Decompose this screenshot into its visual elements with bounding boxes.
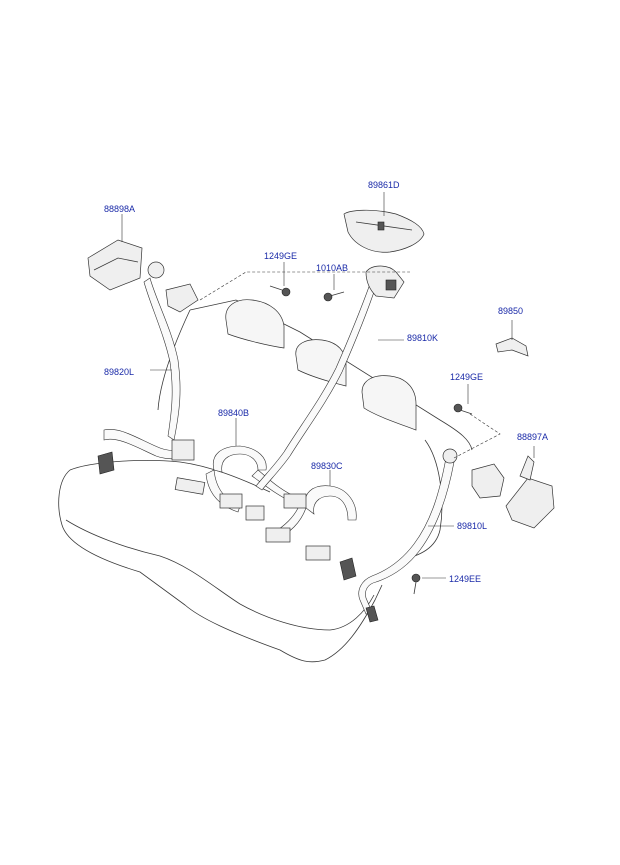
label-89810K[interactable]: 89810K <box>407 333 439 343</box>
belt-89820L[interactable] <box>97 277 199 475</box>
bolt-1249GE-right[interactable] <box>453 384 501 459</box>
label-89840B[interactable]: 89840B <box>218 408 250 418</box>
bolt-1249GE-top[interactable] <box>199 262 410 301</box>
label-89810L[interactable]: 89810L <box>457 521 488 531</box>
label-1010AB[interactable]: 1010AB <box>316 263 349 273</box>
label-1249GE-top[interactable]: 1249GE <box>264 251 298 261</box>
belt-89810K[interactable] <box>255 265 405 491</box>
bolt-1249EE[interactable] <box>411 573 446 595</box>
label-89861D[interactable]: 89861D <box>368 180 400 190</box>
bracket-89850[interactable] <box>495 320 529 357</box>
retractor-88898A[interactable] <box>87 214 165 291</box>
belt-89830C[interactable] <box>245 470 357 561</box>
belt-89810L[interactable] <box>339 448 505 623</box>
headrest-left <box>225 299 285 349</box>
bolt-1010AB[interactable] <box>323 274 345 302</box>
retractor-88897A[interactable] <box>505 446 555 529</box>
label-88897A[interactable]: 88897A <box>517 432 549 442</box>
label-88898A[interactable]: 88898A <box>104 204 136 214</box>
label-1249GE-right[interactable]: 1249GE <box>450 372 484 382</box>
label-1249EE[interactable]: 1249EE <box>449 574 482 584</box>
label-89820L[interactable]: 89820L <box>104 367 135 377</box>
trim-cover-89861D[interactable] <box>343 192 425 253</box>
label-89850[interactable]: 89850 <box>498 306 524 316</box>
headrest-right <box>361 375 417 431</box>
seat-cushion <box>58 460 383 663</box>
label-89830C[interactable]: 89830C <box>311 461 343 471</box>
